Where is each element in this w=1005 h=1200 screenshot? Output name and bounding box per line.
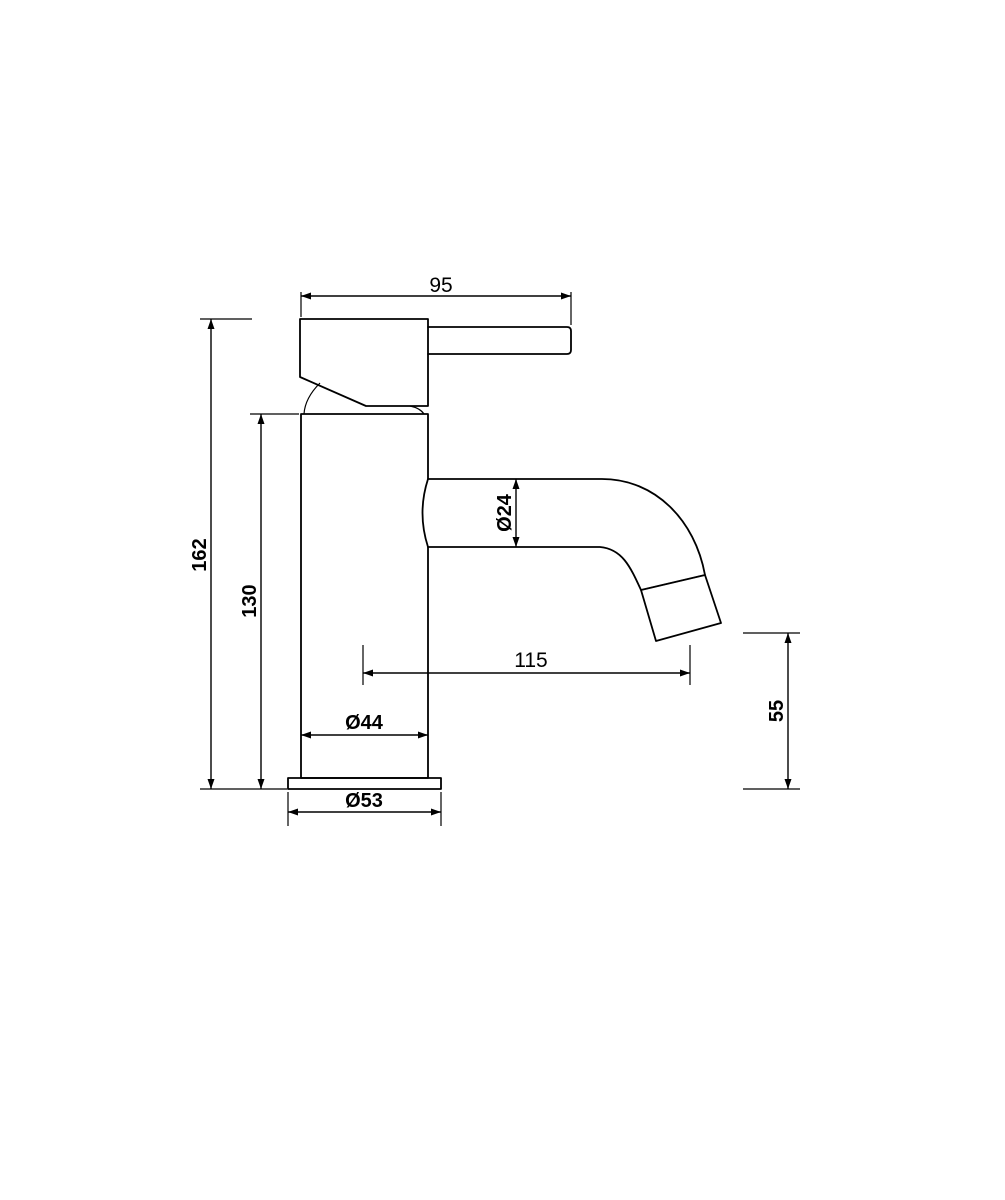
label-base-diameter: Ø53: [345, 790, 383, 812]
dimension-labels: 95 162 130 Ø24 115 Ø44 Ø53 55: [189, 274, 788, 812]
label-spout-diameter: Ø24: [494, 493, 516, 532]
label-overall-width: 95: [429, 274, 452, 297]
spout-bottom: [427, 546, 642, 591]
base-plate: [287, 777, 442, 790]
label-body-diameter: Ø44: [345, 712, 384, 734]
cartridge-dome: [303, 382, 321, 415]
aerator-ring: [640, 574, 706, 591]
label-body-height: 130: [239, 584, 261, 617]
dimension-lines: [207, 292, 792, 816]
cartridge-dome-right: [409, 405, 425, 415]
spout-top: [427, 478, 706, 576]
spout-aerator: [640, 574, 722, 642]
handle-block: [299, 318, 429, 407]
label-overall-height: 162: [189, 538, 211, 571]
label-outlet-height: 55: [766, 700, 788, 722]
handle-lever: [427, 326, 572, 355]
label-spout-reach: 115: [514, 649, 547, 672]
tap-outline: [287, 318, 722, 790]
extension-lines: [200, 292, 800, 826]
